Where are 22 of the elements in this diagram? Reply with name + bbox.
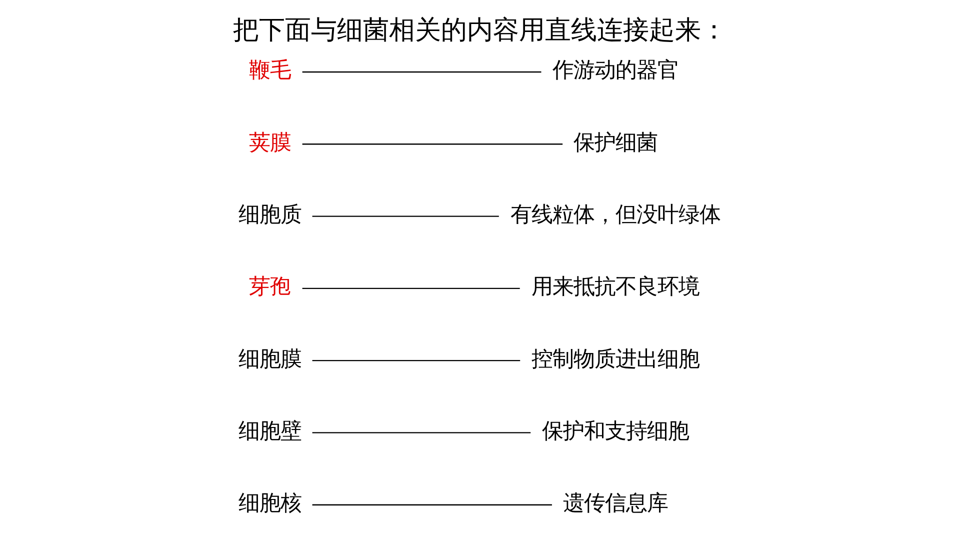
- connector: [302, 144, 563, 145]
- connector: [302, 71, 542, 73]
- node-text: 作游动的器官: [552, 58, 678, 84]
- connector: [312, 216, 499, 217]
- node-text: 保护和支持细胞: [542, 418, 689, 444]
- node-text: 保护细菌: [573, 130, 658, 156]
- node-text: 细胞质: [238, 202, 302, 228]
- node-text: 遗传信息库: [562, 491, 668, 516]
- connector: [312, 504, 552, 506]
- node-text: 用来抵抗不良环境: [531, 274, 700, 300]
- node-text: 鞭毛: [249, 58, 292, 84]
- node-text: 细胞壁: [238, 418, 302, 444]
- connector: [312, 360, 520, 362]
- node-text: 有线粒体，但没叶绿体: [510, 202, 720, 228]
- node-text: 荚膜: [249, 130, 292, 156]
- node-text: 芽孢: [249, 274, 292, 300]
- diagram-title: 把下面与细菌相关的内容用直线连接起来：: [233, 15, 727, 46]
- node-text: 细胞膜: [238, 346, 302, 372]
- connector: [302, 288, 520, 290]
- connector: [312, 432, 531, 434]
- node-text: 控制物质进出细胞: [531, 346, 700, 372]
- node-text: 细胞核: [238, 491, 302, 516]
